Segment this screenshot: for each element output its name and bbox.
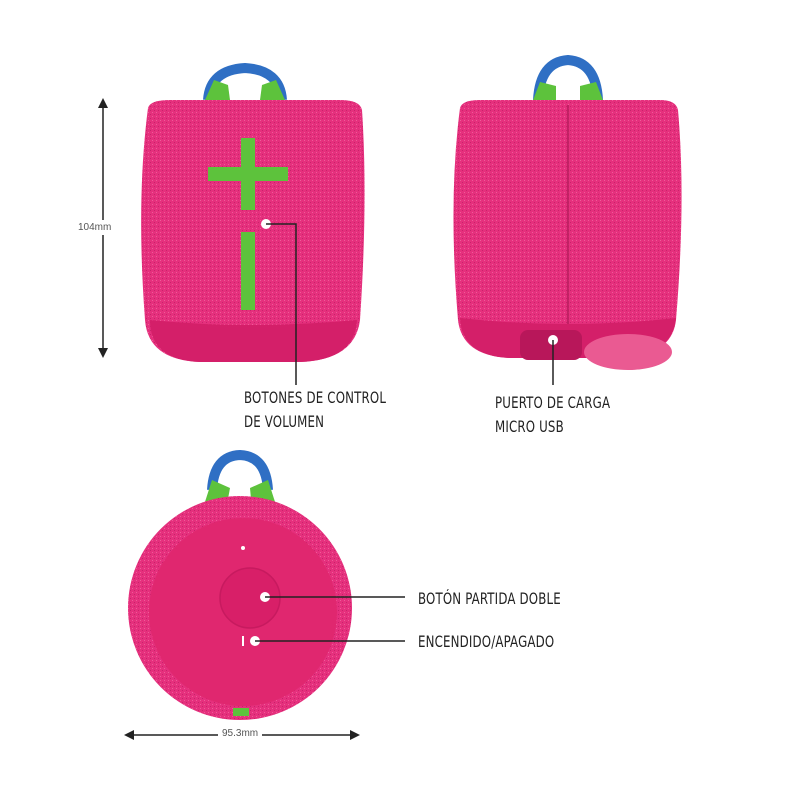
double-up-label: BOTÓN PARTIDA DOBLE [418, 589, 561, 608]
volume-down-icon [241, 232, 255, 310]
usb-port [520, 330, 582, 360]
volume-label-line2: DE VOLUMEN [244, 412, 325, 431]
power-icon [242, 636, 244, 646]
charge-label-line2: MICRO USB [495, 417, 564, 436]
volume-buttons-label: BOTONES DE CONTROL DE VOLUMEN [244, 386, 386, 434]
front-speaker [141, 62, 365, 385]
charge-port-label: PUERTO DE CARGA MICRO USB [495, 391, 610, 439]
port-flap [584, 334, 672, 370]
charge-label-line1: PUERTO DE CARGA [495, 393, 611, 412]
volume-label-line1: BOTONES DE CONTROL [244, 388, 387, 407]
power-label: ENCENDIDO/APAGADO [418, 632, 555, 651]
height-label: 104mm [78, 220, 112, 235]
bottom-view-speaker [128, 449, 405, 720]
double-up-button [219, 567, 281, 629]
width-label: 95.3mm [218, 726, 263, 741]
back-speaker [453, 54, 682, 385]
